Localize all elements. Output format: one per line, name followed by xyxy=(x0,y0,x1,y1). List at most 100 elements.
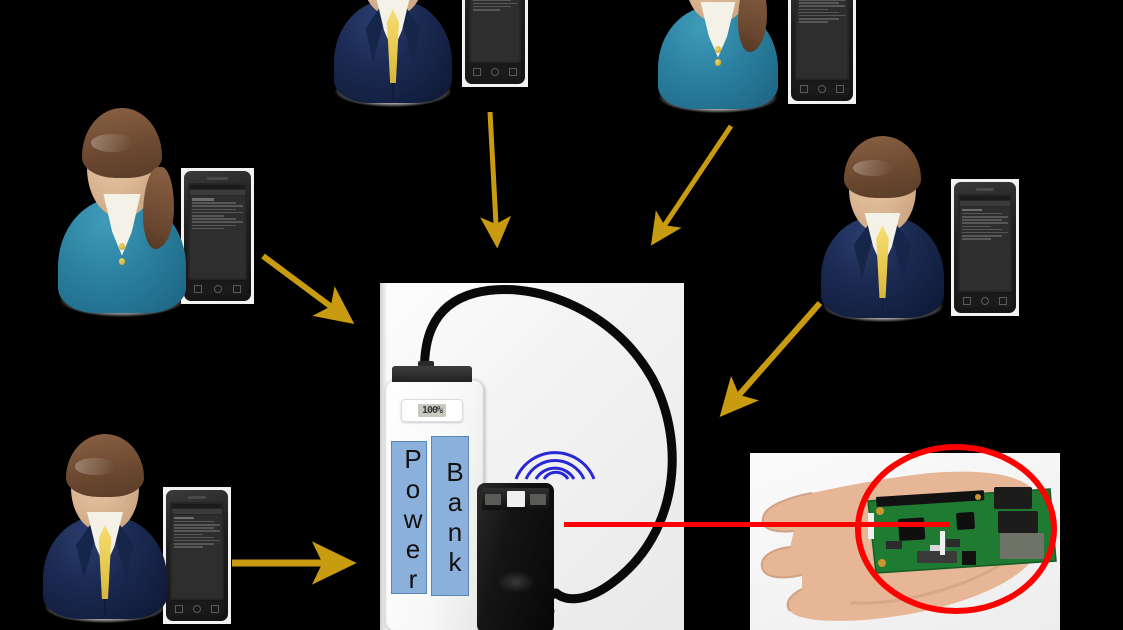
enclosure-connector-icon xyxy=(485,493,501,505)
phone-user-bottom-left xyxy=(163,487,231,624)
phone-speaker xyxy=(207,177,228,181)
phone-document xyxy=(171,514,223,599)
phone-screen xyxy=(468,0,522,64)
avatar-hair xyxy=(843,136,922,199)
power-bank-label-bank: Bank xyxy=(431,436,470,596)
avatar-tie xyxy=(387,8,399,83)
phone-doc-line xyxy=(961,225,991,228)
avatar-user-top-left xyxy=(333,0,453,107)
phone-recents-icon xyxy=(508,68,517,76)
arrow-top-right-to-hub xyxy=(650,124,734,246)
phone-nav-bar xyxy=(468,65,522,79)
phone-doc-line xyxy=(192,227,224,230)
raspberry-pi-highlight-circle xyxy=(855,444,1057,614)
enclosure-connector-icon xyxy=(530,493,546,505)
black-enclosure-device xyxy=(477,483,554,630)
phone-doc-line xyxy=(798,0,846,1)
enclosure-label-tag xyxy=(506,491,525,507)
avatar-user-right xyxy=(820,136,945,322)
phone-body xyxy=(954,182,1016,313)
phone-status-bar xyxy=(171,503,223,508)
phone-doc-line xyxy=(173,527,214,529)
phone-doc-line xyxy=(192,208,236,211)
power-bank-charge-value: 100% xyxy=(417,404,447,417)
phone-status-bar xyxy=(959,195,1011,200)
avatar-user-bottom-left xyxy=(42,434,168,623)
phone-speaker xyxy=(187,495,207,499)
phone-doc-line xyxy=(472,0,512,2)
phone-doc-line xyxy=(798,14,846,17)
enclosure-logo xyxy=(497,571,535,593)
red-connector-line xyxy=(564,522,950,527)
phone-nav-bar xyxy=(957,294,1013,308)
phone-doc-line xyxy=(192,224,236,227)
phone-back-icon xyxy=(799,84,808,93)
phone-doc-line xyxy=(961,222,1009,224)
power-bank-label-power: Power xyxy=(391,441,428,594)
power-bank-lcd-display: 100% xyxy=(401,399,463,422)
phone-doc-line xyxy=(798,18,839,20)
avatar-button xyxy=(714,46,722,53)
phone-back-icon xyxy=(174,604,183,613)
photo-paper-edge xyxy=(380,283,387,630)
phone-doc-line xyxy=(798,21,828,23)
phone-nav-bar xyxy=(188,282,247,295)
avatar-tie xyxy=(98,524,112,599)
power-bank-device: 100% Power Bank xyxy=(385,366,484,630)
phone-document xyxy=(959,206,1011,291)
phone-screen xyxy=(794,0,850,80)
avatar-ponytail xyxy=(142,167,174,250)
phone-doc-line xyxy=(192,221,243,223)
phone-doc-line xyxy=(173,546,203,548)
enclosure-port-strip xyxy=(482,488,549,510)
phone-document xyxy=(470,0,520,62)
phone-doc-line xyxy=(192,218,236,220)
phone-doc-line xyxy=(798,5,846,7)
phone-user-left xyxy=(181,168,254,304)
phone-doc-line xyxy=(173,520,214,523)
phone-doc-line xyxy=(192,214,224,217)
phone-status-bar xyxy=(190,185,245,190)
phone-user-top-left xyxy=(462,0,528,87)
phone-home-icon xyxy=(981,296,989,305)
phone-browser-bar xyxy=(959,200,1011,206)
phone-screen xyxy=(169,501,225,601)
avatar-button xyxy=(118,243,126,251)
phone-screen xyxy=(957,193,1013,293)
phone-back-icon xyxy=(473,68,482,76)
phone-doc-line xyxy=(192,198,215,201)
phone-document xyxy=(190,196,245,279)
phone-doc-line xyxy=(798,2,839,4)
phone-nav-bar xyxy=(794,81,850,96)
phone-doc-line xyxy=(961,212,1002,215)
phone-document xyxy=(796,0,848,78)
phone-doc-line xyxy=(173,536,214,539)
phone-doc-line xyxy=(961,215,1009,218)
wifi-signal-icon xyxy=(514,451,596,480)
avatar-hair xyxy=(81,107,163,178)
phone-recents-icon xyxy=(836,84,845,93)
power-bank-usb-port xyxy=(392,366,472,382)
phone-recents-icon xyxy=(233,284,242,293)
avatar-user-top-right xyxy=(657,0,779,113)
phone-doc-line xyxy=(173,543,214,545)
phone-doc-line xyxy=(961,219,1002,221)
phone-doc-line xyxy=(192,205,243,207)
avatar-user-left xyxy=(57,107,187,317)
arrow-top-left-to-hub xyxy=(480,111,512,249)
arrow-left-to-hub xyxy=(261,253,355,324)
phone-browser-bar xyxy=(190,190,245,196)
phone-body xyxy=(791,0,853,101)
phone-browser-bar xyxy=(171,508,223,514)
phone-doc-line xyxy=(798,11,839,14)
phone-doc-line xyxy=(961,238,991,240)
phone-home-icon xyxy=(818,84,826,93)
phone-body xyxy=(166,490,228,621)
avatar-tie xyxy=(876,225,889,299)
phone-doc-line xyxy=(798,8,828,11)
avatar-hair xyxy=(65,434,145,498)
phone-doc-line xyxy=(173,530,221,532)
center-photo-hotspot: 100% Power Bank xyxy=(380,283,684,630)
phone-doc-line xyxy=(173,539,221,542)
